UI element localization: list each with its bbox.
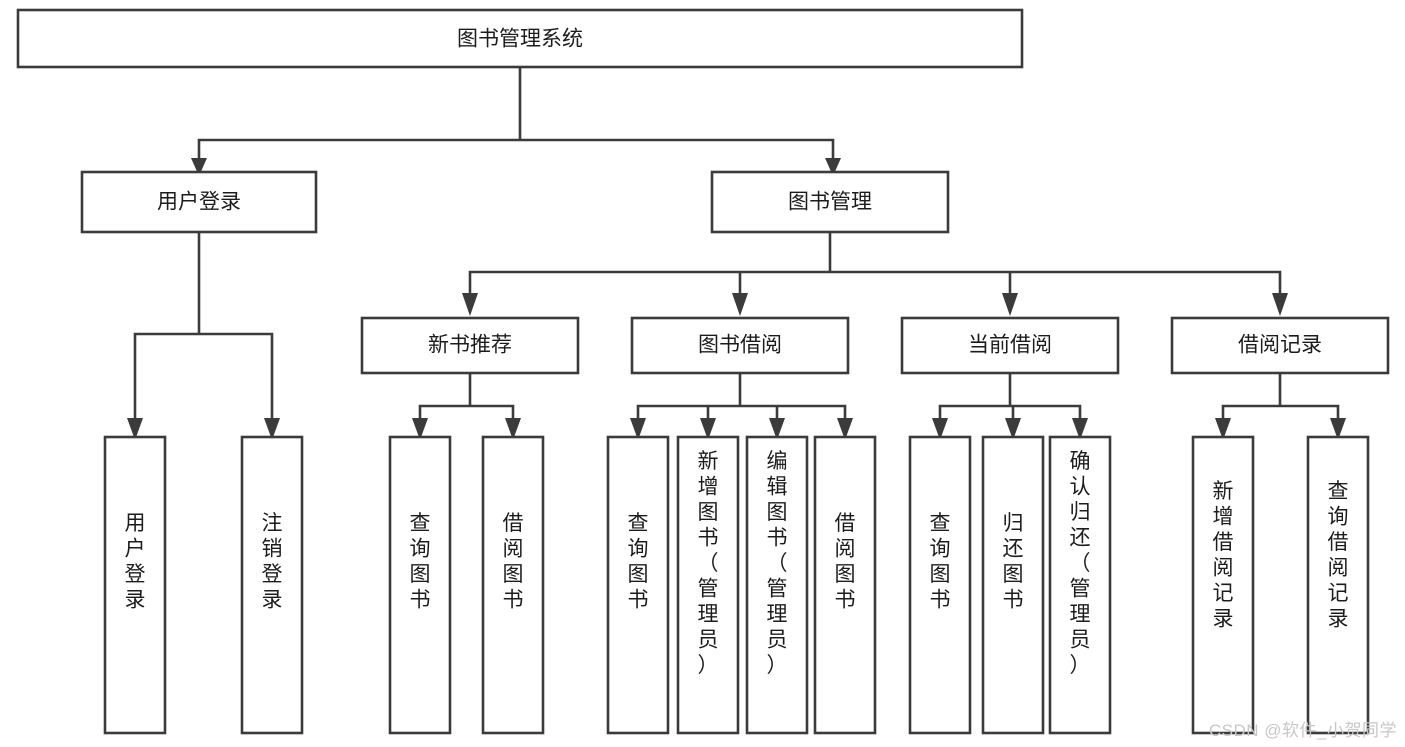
arrow-to-leaf-add-record xyxy=(1215,418,1231,440)
node-leaf-confirm-return[interactable]: 确认归还（管理员） xyxy=(1048,435,1112,735)
node-leaf-borrow-book-2-label: 借阅图书 xyxy=(835,512,856,612)
arrow-to-leaf-borrow-book-1 xyxy=(505,418,521,440)
edge-current-borrow-bus xyxy=(938,371,1082,422)
edge-book-manage-bus xyxy=(468,230,1282,297)
arrow-to-leaf-query-book-1 xyxy=(412,418,428,440)
node-book-borrow-label: 图书借阅 xyxy=(698,334,782,357)
node-current-borrow-label: 当前借阅 xyxy=(968,334,1052,357)
node-leaf-add-book[interactable]: 新增图书（管理员） xyxy=(676,435,740,735)
arrow-to-book-manage xyxy=(825,158,841,176)
node-leaf-add-record-box[interactable] xyxy=(1191,435,1255,735)
node-leaf-add-record-label: 新增借阅记录 xyxy=(1213,480,1234,631)
node-book-borrow[interactable]: 图书借阅 xyxy=(630,316,850,375)
node-new-book-recommend[interactable]: 新书推荐 xyxy=(360,316,580,375)
node-leaf-borrow-book-1-label: 借阅图书 xyxy=(503,512,524,612)
edge-new-book-recommend-bus xyxy=(418,371,515,422)
node-borrow-record-box[interactable] xyxy=(1170,316,1390,375)
node-leaf-user-logout-label: 注销登录 xyxy=(262,512,283,612)
node-leaf-query-book-3[interactable]: 查询图书 xyxy=(908,435,972,735)
node-leaf-return-book[interactable]: 归还图书 xyxy=(981,435,1045,735)
node-root-box[interactable] xyxy=(16,8,1024,69)
arrow-to-leaf-return-book xyxy=(1005,418,1021,440)
node-book-manage[interactable]: 图书管理 xyxy=(710,170,950,234)
node-leaf-query-book-2-box[interactable] xyxy=(606,435,670,735)
node-leaf-user-logout-box[interactable] xyxy=(240,435,304,735)
node-leaf-return-book-label: 归还图书 xyxy=(1003,512,1024,612)
node-leaf-borrow-book-1[interactable]: 借阅图书 xyxy=(481,435,545,735)
node-new-book-recommend-box[interactable] xyxy=(360,316,580,375)
edge-root-bus xyxy=(197,65,835,162)
node-leaf-edit-book[interactable]: 编辑图书（管理员） xyxy=(745,435,809,735)
node-borrow-record[interactable]: 借阅记录 xyxy=(1170,316,1390,375)
edge-borrow-record-bus xyxy=(1221,371,1340,422)
arrow-to-leaf-add-book xyxy=(700,418,716,440)
arrow-to-leaf-edit-book xyxy=(769,418,785,440)
node-leaf-confirm-return-box[interactable] xyxy=(1048,435,1112,735)
arrow-to-current-borrow xyxy=(1002,293,1018,316)
node-leaf-user-logout[interactable]: 注销登录 xyxy=(240,435,304,735)
node-leaf-query-book-3-box[interactable] xyxy=(908,435,972,735)
node-leaf-query-book-3-label: 查询图书 xyxy=(930,512,951,612)
node-layer: 图书管理系统 用户登录 图书管理 新书推荐 图书借阅 当前 xyxy=(16,8,1390,735)
node-user-login[interactable]: 用户登录 xyxy=(80,170,318,234)
arrow-to-leaf-user-logout xyxy=(264,418,280,440)
node-leaf-query-book-1-label: 查询图书 xyxy=(410,512,431,612)
node-leaf-user-login[interactable]: 用户登录 xyxy=(103,435,167,735)
edge-layer xyxy=(127,65,1346,440)
node-leaf-query-record-box[interactable] xyxy=(1306,435,1370,735)
node-user-login-box[interactable] xyxy=(80,170,318,234)
node-leaf-user-login-label: 用户登录 xyxy=(125,512,146,612)
node-leaf-query-book-2[interactable]: 查询图书 xyxy=(606,435,670,735)
node-root-label: 图书管理系统 xyxy=(457,28,583,51)
node-leaf-return-book-box[interactable] xyxy=(981,435,1045,735)
node-root[interactable]: 图书管理系统 xyxy=(16,8,1024,69)
node-leaf-query-book-2-label: 查询图书 xyxy=(628,512,649,612)
arrow-to-leaf-borrow-book-2 xyxy=(837,418,853,440)
arrow-to-leaf-query-record xyxy=(1330,418,1346,440)
node-leaf-confirm-return-label: 确认归还（管理员） xyxy=(1070,450,1091,677)
node-leaf-add-book-label: 新增图书（管理员） xyxy=(698,450,719,677)
arrow-to-borrow-record xyxy=(1272,293,1288,316)
node-borrow-record-label: 借阅记录 xyxy=(1238,334,1322,357)
arrow-to-new-book-recommend xyxy=(462,293,478,316)
arrow-to-leaf-query-book-3 xyxy=(932,418,948,440)
node-leaf-query-book-1-box[interactable] xyxy=(388,435,452,735)
node-leaf-add-book-box[interactable] xyxy=(676,435,740,735)
arrow-to-leaf-user-login xyxy=(127,418,143,440)
node-current-borrow-box[interactable] xyxy=(900,316,1120,375)
node-leaf-query-book-1[interactable]: 查询图书 xyxy=(388,435,452,735)
node-leaf-borrow-book-2-box[interactable] xyxy=(813,435,877,735)
node-current-borrow[interactable]: 当前借阅 xyxy=(900,316,1120,375)
node-leaf-add-record[interactable]: 新增借阅记录 xyxy=(1191,435,1255,735)
arrow-to-leaf-confirm-return xyxy=(1072,418,1088,440)
node-book-manage-label: 图书管理 xyxy=(788,191,872,214)
arrow-to-leaf-query-book-2 xyxy=(630,418,646,440)
node-leaf-user-login-box[interactable] xyxy=(103,435,167,735)
node-book-manage-box[interactable] xyxy=(710,170,950,234)
node-leaf-query-record-label: 查询借阅记录 xyxy=(1328,480,1349,631)
arrow-to-user-login xyxy=(191,158,207,176)
node-book-borrow-box[interactable] xyxy=(630,316,850,375)
edge-book-borrow-bus xyxy=(636,371,847,422)
node-leaf-query-record[interactable]: 查询借阅记录 xyxy=(1306,435,1370,735)
node-user-login-label: 用户登录 xyxy=(157,191,241,214)
node-leaf-borrow-book-1-box[interactable] xyxy=(481,435,545,735)
edge-user-login-bus xyxy=(133,230,274,422)
node-leaf-edit-book-box[interactable] xyxy=(745,435,809,735)
node-leaf-borrow-book-2[interactable]: 借阅图书 xyxy=(813,435,877,735)
arrow-to-book-borrow xyxy=(732,293,748,316)
node-new-book-recommend-label: 新书推荐 xyxy=(428,334,512,357)
node-leaf-edit-book-label: 编辑图书（管理员） xyxy=(767,450,788,677)
